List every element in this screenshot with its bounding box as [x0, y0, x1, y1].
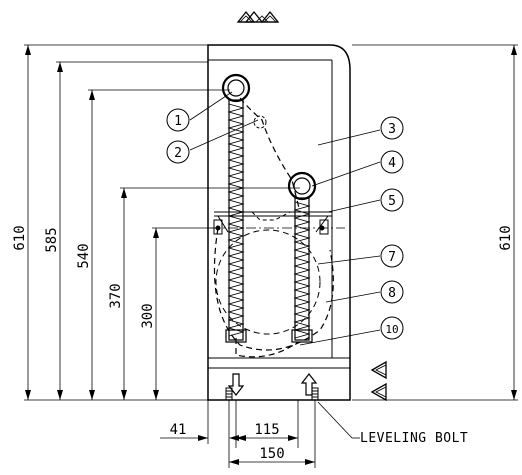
- side-view-icon: [370, 360, 387, 402]
- outflow-arrow: [227, 373, 245, 396]
- dimension-610-right: 610: [498, 225, 514, 250]
- svg-text:7: 7: [388, 250, 396, 265]
- dimension-585: 585: [44, 227, 60, 252]
- svg-text:1: 1: [174, 114, 182, 129]
- leveling-bolt-label: LEVELING BOLT: [360, 431, 468, 446]
- callout-8: 8: [380, 280, 404, 304]
- dimension-115: 115: [254, 422, 279, 438]
- left-dimension-arrows: [25, 45, 159, 400]
- pipe-bottom: [235, 338, 299, 358]
- callout-3: 3: [380, 116, 404, 140]
- svg-text:4: 4: [388, 156, 396, 171]
- pipe-loop: [213, 227, 334, 351]
- mount-bracket: [213, 211, 332, 235]
- svg-text:5: 5: [388, 194, 396, 209]
- callout-4: 4: [380, 150, 404, 174]
- dimension-370: 370: [108, 283, 124, 308]
- dimension-610-left: 610: [12, 225, 28, 250]
- dimension-41: 41: [170, 422, 187, 438]
- callout-2: 2: [166, 140, 190, 164]
- callout-7: 7: [380, 244, 404, 268]
- svg-text:10: 10: [385, 323, 398, 336]
- right-hose: [287, 171, 317, 343]
- callout-10: 10: [380, 316, 404, 340]
- pipe-bend-marker: [253, 115, 267, 129]
- left-hose: [221, 73, 251, 343]
- svg-text:3: 3: [388, 122, 396, 137]
- tank-circle: [215, 229, 321, 335]
- top-view-icon: [236, 10, 280, 23]
- left-dimension-lines: [24, 44, 300, 401]
- dimension-300: 300: [140, 303, 156, 328]
- dimension-540: 540: [76, 243, 92, 268]
- bottom-dimension-arrows: [198, 435, 315, 465]
- callout-leaders: [189, 91, 381, 346]
- right-dimension-line: [352, 44, 518, 401]
- dashed-pipe-upper: [239, 97, 301, 213]
- svg-text:8: 8: [388, 286, 396, 301]
- callout-1: 1: [166, 108, 190, 132]
- flow-arrows: [227, 373, 318, 396]
- dimension-150: 150: [259, 446, 284, 462]
- inflow-arrow: [300, 373, 318, 396]
- svg-text:2: 2: [174, 146, 182, 161]
- callout-5: 5: [380, 188, 404, 212]
- cabinet-body: [207, 44, 351, 401]
- right-dimension-arrows: [511, 45, 517, 400]
